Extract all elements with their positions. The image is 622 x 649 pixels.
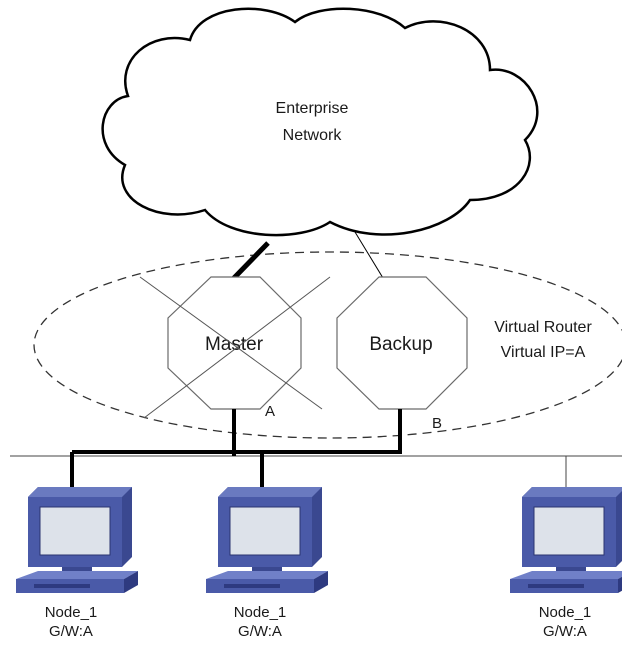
master-failed-cross-2 [143, 276, 331, 419]
node3-gateway: G/W:A [543, 623, 587, 640]
backup-uplink [354, 231, 384, 279]
virtual-router-boundary [33, 251, 622, 439]
cloud-label-line2: Network [283, 127, 343, 144]
computer-icon-2 [205, 486, 329, 594]
master-failed-cross-1 [139, 276, 323, 410]
node2-name: Node_1 [234, 604, 287, 621]
cloud-icon [101, 7, 539, 237]
backup-interface-label: B [432, 415, 442, 432]
computer-icon-3 [509, 486, 622, 594]
computer-icon-1 [15, 486, 139, 594]
backup-router-label: Backup [369, 334, 432, 355]
node3-name: Node_1 [539, 604, 592, 621]
master-router-label: Master [205, 334, 264, 355]
virtual-router-label-line2: Virtual IP=A [501, 344, 586, 361]
virtual-router-label-line1: Virtual Router [494, 319, 592, 336]
node1-name: Node_1 [45, 604, 98, 621]
node2-gateway: G/W:A [238, 623, 282, 640]
backup-router-shape [336, 276, 468, 410]
node1-gateway: G/W:A [49, 623, 93, 640]
master-interface-label: A [265, 403, 275, 420]
master-router-shape [167, 276, 302, 410]
master-uplink [230, 241, 270, 282]
cloud-label-line1: Enterprise [276, 100, 349, 117]
